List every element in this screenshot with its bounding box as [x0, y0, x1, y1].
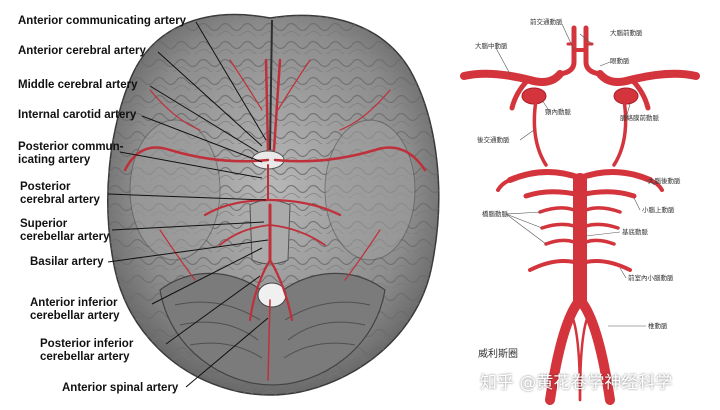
label-ophth-cn: 眼動脈 — [610, 57, 630, 65]
diagram-title-cn: 威利斯圈 — [478, 349, 518, 360]
label-pca-cn: 大腦後動脈 — [648, 177, 681, 185]
label-anterior-inferior-cerebellar-artery: Anterior inferior cerebellar artery — [30, 297, 120, 322]
label-aica-cn: 前室內小腦動脈 — [628, 274, 674, 282]
label-anterior-cerebral-artery: Anterior cerebral artery — [18, 45, 146, 57]
label-pontine-cn: 橋腦動脈 — [482, 210, 508, 218]
label-ica-cn: 頸內動脈 — [545, 108, 571, 116]
watermark: 知乎 @黄花卷学神经科学 — [480, 373, 673, 393]
label-internal-carotid-artery: Internal carotid artery — [18, 109, 137, 121]
label-posterior-cerebral-artery: Posterior cerebral artery — [20, 181, 100, 206]
label-pcom-cn: 後交通動脈 — [477, 136, 510, 144]
label-basilar-artery: Basilar artery — [30, 256, 104, 268]
label-acom-cn: 前交通動脈 — [530, 18, 563, 26]
label-basilar-cn: 基底動脈 — [622, 228, 648, 236]
circle-of-willis-diagram — [460, 23, 700, 405]
label-anterior-communicating-artery: Anterior communicating artery — [18, 15, 187, 27]
label-posterior-inferior-cerebellar-artery: Posterior inferior cerebellar artery — [40, 338, 134, 363]
label-superior-cerebellar-artery: Superior cerebellar artery — [20, 218, 110, 243]
label-aca-cn: 大腦前動脈 — [610, 29, 643, 37]
leader-lines — [107, 21, 269, 388]
label-middle-cerebral-artery: Middle cerebral artery — [18, 79, 138, 91]
label-achor-cn: 脈絡膜前動脈 — [620, 114, 659, 122]
brain-illustration — [107, 13, 440, 396]
label-mca-cn: 大腦中動脈 — [475, 42, 508, 50]
label-anterior-spinal-artery: Anterior spinal artery — [62, 382, 179, 394]
label-vertebral-cn: 椎動脈 — [648, 322, 668, 330]
label-sca-cn: 小腦上動脈 — [642, 206, 675, 214]
label-posterior-communicating-artery: Posterior commun- icating artery — [18, 141, 124, 166]
